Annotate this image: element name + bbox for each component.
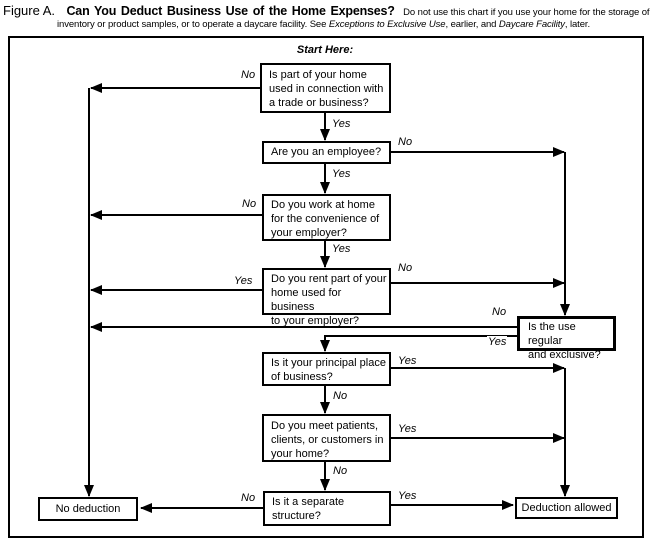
figure-note-part: , later. xyxy=(564,19,590,30)
figure-heading: Can You Deduct Business Use of the Home … xyxy=(66,4,395,18)
edge-label-q5-no: No xyxy=(491,306,508,318)
node-text-line: Is the use regular xyxy=(528,321,576,347)
figure-caption-line2: inventory or product samples, or to oper… xyxy=(57,19,590,31)
node-text-line: Are you an employee? xyxy=(271,146,382,158)
figure-note-italic-ref: Exceptions to Exclusive Use xyxy=(328,19,446,30)
start-here-label: Start Here: xyxy=(296,44,354,56)
node-text-line: to your employer? xyxy=(271,315,360,327)
node-text-line: your employer? xyxy=(271,227,347,239)
node-text-line: Do you meet patients, xyxy=(271,420,379,432)
node-text-line: No deduction xyxy=(55,503,121,515)
node-q5-regular-and-exclusive: Is the use regular and exclusive? xyxy=(517,316,616,361)
figure-caption-line1: Figure A. Can You Deduct Business Use of… xyxy=(3,3,650,20)
edge-label-q7-yes: Yes xyxy=(397,423,418,435)
node-text-line: your home? xyxy=(271,448,330,460)
edge-label-q8-no: No xyxy=(240,492,257,504)
edge-label-q6-no: No xyxy=(332,390,349,402)
node-q3-work-at-home-convenience: Do you work at home for the convenience … xyxy=(262,194,391,241)
edge-label-q8-yes: Yes xyxy=(397,490,418,502)
edge-label-q3-no: No xyxy=(241,198,258,210)
figure-note-part: inventory or product samples, or to oper… xyxy=(57,19,329,30)
node-q6-principal-place-of-business: Is it your principal place of business? xyxy=(262,352,391,386)
node-text-line: Do you rent part of your xyxy=(271,273,387,285)
node-text-line: for the convenience of xyxy=(271,213,380,225)
edge-label-q4-yes: Yes xyxy=(233,275,254,287)
figure-note-part: , earlier, and xyxy=(445,19,499,30)
figure-note-italic-ref: Daycare Facility xyxy=(498,19,565,30)
edge-label-q4-no: No xyxy=(397,262,414,274)
node-text-line: clients, or customers in xyxy=(271,434,384,446)
figure-note-part: Do not use this chart if you use your ho… xyxy=(403,7,650,18)
edge-label-q2-no: No xyxy=(397,136,414,148)
edge-label-q5-yes: Yes xyxy=(487,336,508,348)
node-text-line: structure? xyxy=(272,510,321,522)
node-q2-are-you-employee: Are you an employee? xyxy=(262,141,391,164)
edge-label-q1-no: No xyxy=(240,69,257,81)
node-text-line: home used for business xyxy=(271,287,342,313)
edge-label-q1-yes: Yes xyxy=(331,118,352,130)
node-text-line: and exclusive? xyxy=(528,349,601,361)
node-text-line: Is part of your home xyxy=(269,69,367,81)
node-text-line: Is it a separate xyxy=(272,496,345,508)
edge-label-q6-yes: Yes xyxy=(397,355,418,367)
node-text-line: Is it your principal place xyxy=(271,357,386,369)
node-q1-home-used-for-business: Is part of your home used in connection … xyxy=(260,63,391,113)
figure-label: Figure A. xyxy=(3,3,56,18)
node-text-line: used in connection with xyxy=(269,83,384,95)
edge-label-q7-no: No xyxy=(332,465,349,477)
node-result-no-deduction: No deduction xyxy=(38,497,138,521)
node-q4-rent-part-to-employer: Do you rent part of your home used for b… xyxy=(262,268,391,327)
node-q7-meet-patients-clients: Do you meet patients, clients, or custom… xyxy=(262,414,391,462)
node-result-deduction-allowed: Deduction allowed xyxy=(515,497,618,519)
node-text-line: of business? xyxy=(271,371,333,383)
node-q8-separate-structure: Is it a separate structure? xyxy=(263,491,391,526)
edge-q5-yes-line xyxy=(320,335,517,352)
edge-label-q2-yes: Yes xyxy=(331,168,352,180)
node-text-line: Deduction allowed xyxy=(521,502,612,514)
node-text-line: Do you work at home xyxy=(271,199,375,211)
node-text-line: a trade or business? xyxy=(269,97,369,109)
edge-label-q3-yes: Yes xyxy=(331,243,352,255)
